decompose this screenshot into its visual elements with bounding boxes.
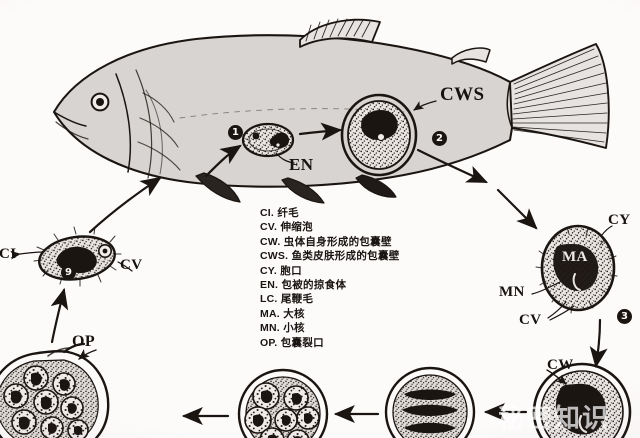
cv-label-left: CV [120, 257, 143, 273]
legend-abbr: CWS. [260, 250, 289, 263]
legend-abbr: CW. [260, 235, 281, 248]
legend-item: CY. 胞口 [260, 264, 400, 278]
legend-term: 纤毛 [277, 207, 299, 219]
legend-term: 虫体自身形成的包囊壁 [283, 235, 392, 248]
legend-item: MA. 大核 [260, 307, 400, 321]
op-label: OP [72, 333, 96, 350]
stage-1-trophont [241, 122, 295, 164]
legend-abbr: LC. [260, 293, 278, 306]
stage-3-trophont [531, 224, 618, 321]
legend-term: 伸缩泡 [280, 221, 313, 234]
legend-term: 小核 [283, 322, 305, 335]
cy-label: CY [608, 212, 631, 228]
legend-abbr: CY. [260, 264, 277, 277]
ma-label: MA [562, 249, 588, 265]
abbreviation-legend: CI. 纤毛 CV. 伸缩泡 CW. 虫体自身形成的包囊壁 CWS. 鱼类皮肤形… [260, 206, 400, 350]
en-label: EN [289, 155, 314, 174]
legend-item: CI. 纤毛 [260, 206, 400, 220]
legend-abbr: EN. [260, 279, 279, 292]
stage-number-3: 3 [617, 309, 632, 324]
cws-label: CWS [440, 84, 485, 105]
legend-item: LC. 尾鞭毛 [260, 292, 400, 306]
stage-6-multi-cell-cyst [237, 368, 329, 438]
legend-term: 大核 [283, 307, 305, 320]
legend-item: CW. 虫体自身形成的包囊壁 [260, 235, 400, 249]
legend-item: CV. 伸缩泡 [260, 220, 400, 234]
legend-abbr: OP. [260, 336, 278, 349]
cw-label: CW [547, 357, 574, 373]
legend-item: MN. 小核 [260, 321, 400, 335]
stage-number-9: 9 [61, 265, 76, 280]
ci-label: CI [0, 246, 17, 262]
legend-abbr: MA. [260, 307, 280, 320]
cv-label-right: CV [519, 312, 542, 328]
legend-item: CWS. 鱼类皮肤形成的包囊壁 [260, 249, 400, 263]
legend-item: EN. 包被的掠食体 [260, 278, 400, 292]
legend-item: OP. 包囊裂口 [260, 336, 400, 350]
legend-abbr: CV. [260, 221, 278, 234]
legend-term: 尾鞭毛 [280, 293, 314, 306]
mn-label: MN [499, 284, 525, 300]
legend-term: 鱼类皮肤形成的包囊壁 [291, 250, 400, 263]
stage-2-cws-cyst [340, 93, 418, 177]
stage-number-2: 2 [432, 131, 447, 146]
stage-4-cw-cyst [532, 362, 632, 438]
stage-number-1: 1 [228, 125, 243, 140]
legend-abbr: CI. [260, 207, 275, 219]
legend-term: 包囊裂口 [280, 336, 324, 349]
legend-term: 包被的掠食体 [281, 279, 347, 292]
cycle-arrows [50, 122, 608, 426]
stage-7-op-cyst [0, 342, 110, 438]
legend-term: 胞口 [280, 264, 302, 277]
stage-9-theront [10, 226, 133, 287]
legend-abbr: MN. [260, 322, 280, 335]
stage-5-dividing-cyst [384, 366, 476, 438]
fish-body [52, 18, 610, 204]
